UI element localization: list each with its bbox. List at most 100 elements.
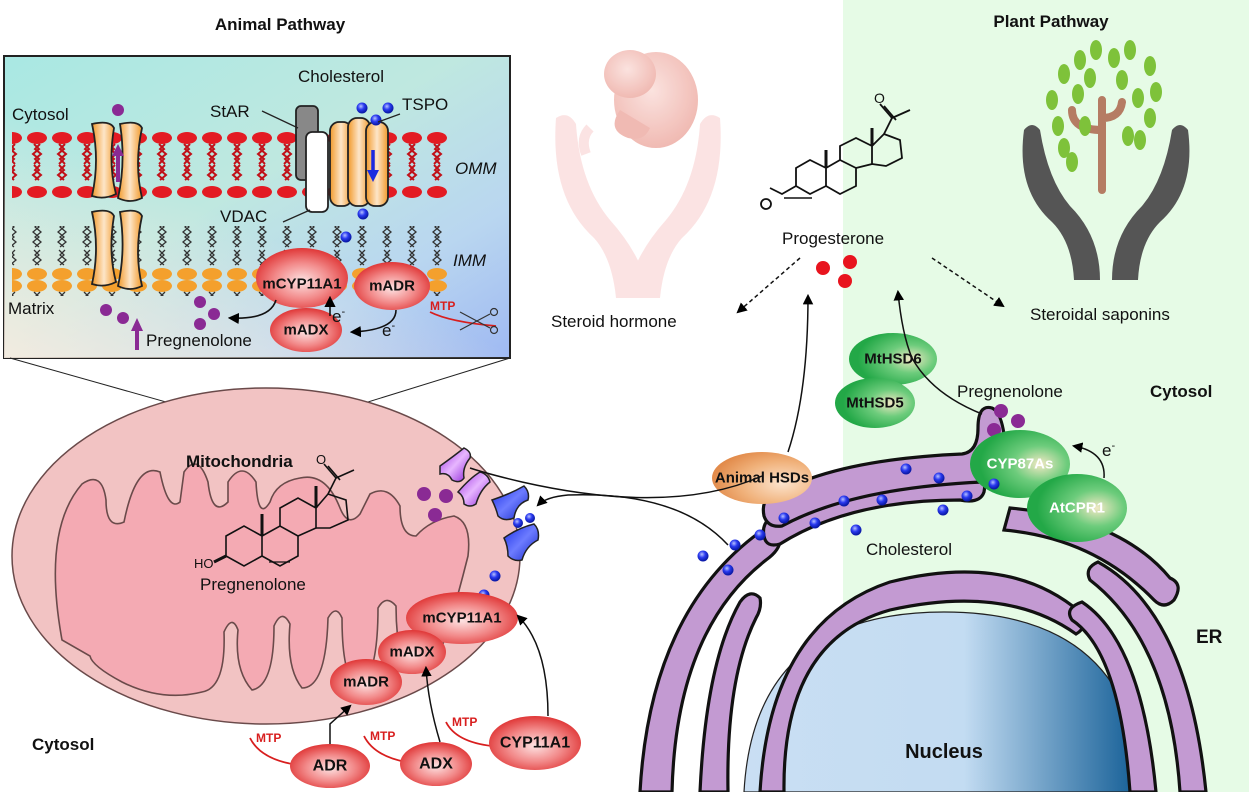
adx-label: ADX <box>419 756 453 773</box>
plant-pregnenolone-label: Pregnenolone <box>957 382 1063 401</box>
precursor-enzyme-adr: MTP ADR <box>249 731 370 788</box>
cholesterol-molecule <box>370 114 382 126</box>
mito-madr-enzyme <box>330 659 402 705</box>
cyp11a1-label: CYP11A1 <box>500 735 570 752</box>
inset-matrix-label: Matrix <box>8 299 55 318</box>
hydroxyl-label: HO <box>194 556 214 571</box>
nucleus-label: Nucleus <box>905 741 983 763</box>
pregnenolone-molecule <box>417 487 431 501</box>
pregnenolone-molecule <box>117 312 129 324</box>
endoplasmic-reticulum <box>638 405 1208 792</box>
cholesterol-molecule <box>489 570 501 582</box>
mthsd6-enzyme <box>849 333 937 385</box>
pregnenolone-molecule <box>112 104 124 116</box>
arrow-er-to-purple-channel <box>469 467 763 499</box>
pregnenolone-molecule <box>194 318 206 330</box>
cholesterol-molecule <box>356 102 368 114</box>
progesterone-oxygen-label: O <box>874 90 885 106</box>
mitochondrion: Mitochondria O HO Pregnenolone mCYP11A1 … <box>11 387 521 725</box>
animal-pathway-title: Animal Pathway <box>215 15 346 34</box>
scissors-icon <box>459 307 499 335</box>
plant-pathway-title: Plant Pathway <box>993 12 1109 31</box>
tree-leaves <box>1046 40 1162 172</box>
cholesterol-molecule <box>357 208 369 220</box>
adx-mtp-tag: MTP <box>370 729 395 743</box>
animal-hsds-enzyme <box>712 452 812 504</box>
pregnenolone-molecule <box>1011 414 1025 428</box>
mthsd5-label: MtHSD5 <box>846 395 904 412</box>
cholesterol-molecule <box>513 518 523 528</box>
pregnenolone-molecule <box>100 304 112 316</box>
arrow-to-steroid-hormone <box>736 257 801 314</box>
inset-cytosol-label: Cytosol <box>12 105 69 124</box>
precursor-enzyme-adx: MTP ADX <box>363 729 472 786</box>
mito-madr-label: mADR <box>343 674 389 691</box>
adr-label: ADR <box>313 758 348 775</box>
inset-electron-2: e- <box>382 320 395 340</box>
arrow-er-to-blue-channel <box>536 493 729 546</box>
mthsd5-enzyme <box>835 378 915 428</box>
arrow-animal-hsds-to-progesterone <box>787 293 814 453</box>
plant-cytosol-label: Cytosol <box>1150 382 1212 401</box>
pregnenolone-molecule <box>194 296 206 308</box>
tree-in-hands-illustration <box>1022 40 1190 280</box>
cyp11a1-mtp-tag: MTP <box>452 715 477 729</box>
inset-madx-enzyme <box>270 308 342 352</box>
mito-mcyp11a1-enzyme <box>406 592 518 644</box>
mito-madx-label: mADX <box>389 644 434 661</box>
vdac-label: VDAC <box>220 207 267 226</box>
tspo-protein <box>329 117 389 207</box>
inset-electron-1: e- <box>332 306 345 326</box>
cholesterol-molecule <box>340 231 352 243</box>
cholesterol-molecule <box>525 513 535 523</box>
steroidal-saponins-label: Steroidal saponins <box>1030 305 1170 324</box>
pregnenolone-molecule <box>994 404 1008 418</box>
membrane-inset: Cholesterol StAR TSPO VDAC OMM IMM Cytos… <box>3 55 511 359</box>
progesterone-structure <box>760 103 911 210</box>
arrow-to-steroidal-saponins <box>931 257 1005 308</box>
pregnenolone-oxygen-label: O <box>316 452 326 467</box>
embryo-in-hands-illustration <box>555 50 721 298</box>
pregnenolone-molecule <box>439 489 453 503</box>
vdac-protein <box>305 131 329 213</box>
er-label: ER <box>1196 627 1223 648</box>
mitochondrial-cristae <box>54 463 470 697</box>
atcpr1-label: AtCPR1 <box>1049 500 1105 517</box>
er-cholesterol-label: Cholesterol <box>866 540 952 559</box>
progesterone-molecule <box>838 274 852 288</box>
pregnenolone-channel <box>90 121 144 290</box>
progesterone-molecule <box>816 261 830 275</box>
precursor-enzyme-cyp11a1: MTP CYP11A1 <box>445 715 581 770</box>
star-label: StAR <box>210 102 250 121</box>
cholesterol-molecule <box>988 478 1000 490</box>
cyp87as-label: CYP87As <box>987 456 1054 473</box>
mito-madx-enzyme <box>378 630 446 674</box>
inset-pregnenolone-label: Pregnenolone <box>146 331 252 350</box>
imm-label: IMM <box>453 251 487 270</box>
blue-transporter <box>490 485 540 562</box>
omm-label: OMM <box>455 159 497 178</box>
atcpr1-enzyme <box>1027 474 1127 542</box>
tspo-label: TSPO <box>402 95 448 114</box>
left-cytosol-label: Cytosol <box>32 735 94 754</box>
inset-mcyp11a1-label: mCYP11A1 <box>262 276 341 293</box>
pregnenolone-molecule <box>428 508 442 522</box>
pregnenolone-structure <box>213 463 355 567</box>
arrow-plant-to-progesterone <box>893 289 983 415</box>
inset-madx-label: mADX <box>283 322 328 339</box>
mito-mcyp11a1-label: mCYP11A1 <box>422 610 501 627</box>
inset-mtp-label: MTP <box>430 299 455 313</box>
progesterone-label: Progesterone <box>782 229 884 248</box>
inset-madr-label: mADR <box>369 278 415 295</box>
progesterone-molecule <box>843 255 857 269</box>
plant-electron: e- <box>1102 440 1115 460</box>
mito-pregnenolone-label: Pregnenolone <box>200 575 306 594</box>
inset-mcyp11a1-enzyme <box>256 248 348 308</box>
mitochondria-label: Mitochondria <box>186 452 293 471</box>
purple-transporter <box>439 447 491 507</box>
inset-madr-enzyme <box>354 262 430 310</box>
adr-mtp-tag: MTP <box>256 731 281 745</box>
pregnenolone-molecule <box>987 423 1001 437</box>
inset-cholesterol-label: Cholesterol <box>298 67 384 86</box>
